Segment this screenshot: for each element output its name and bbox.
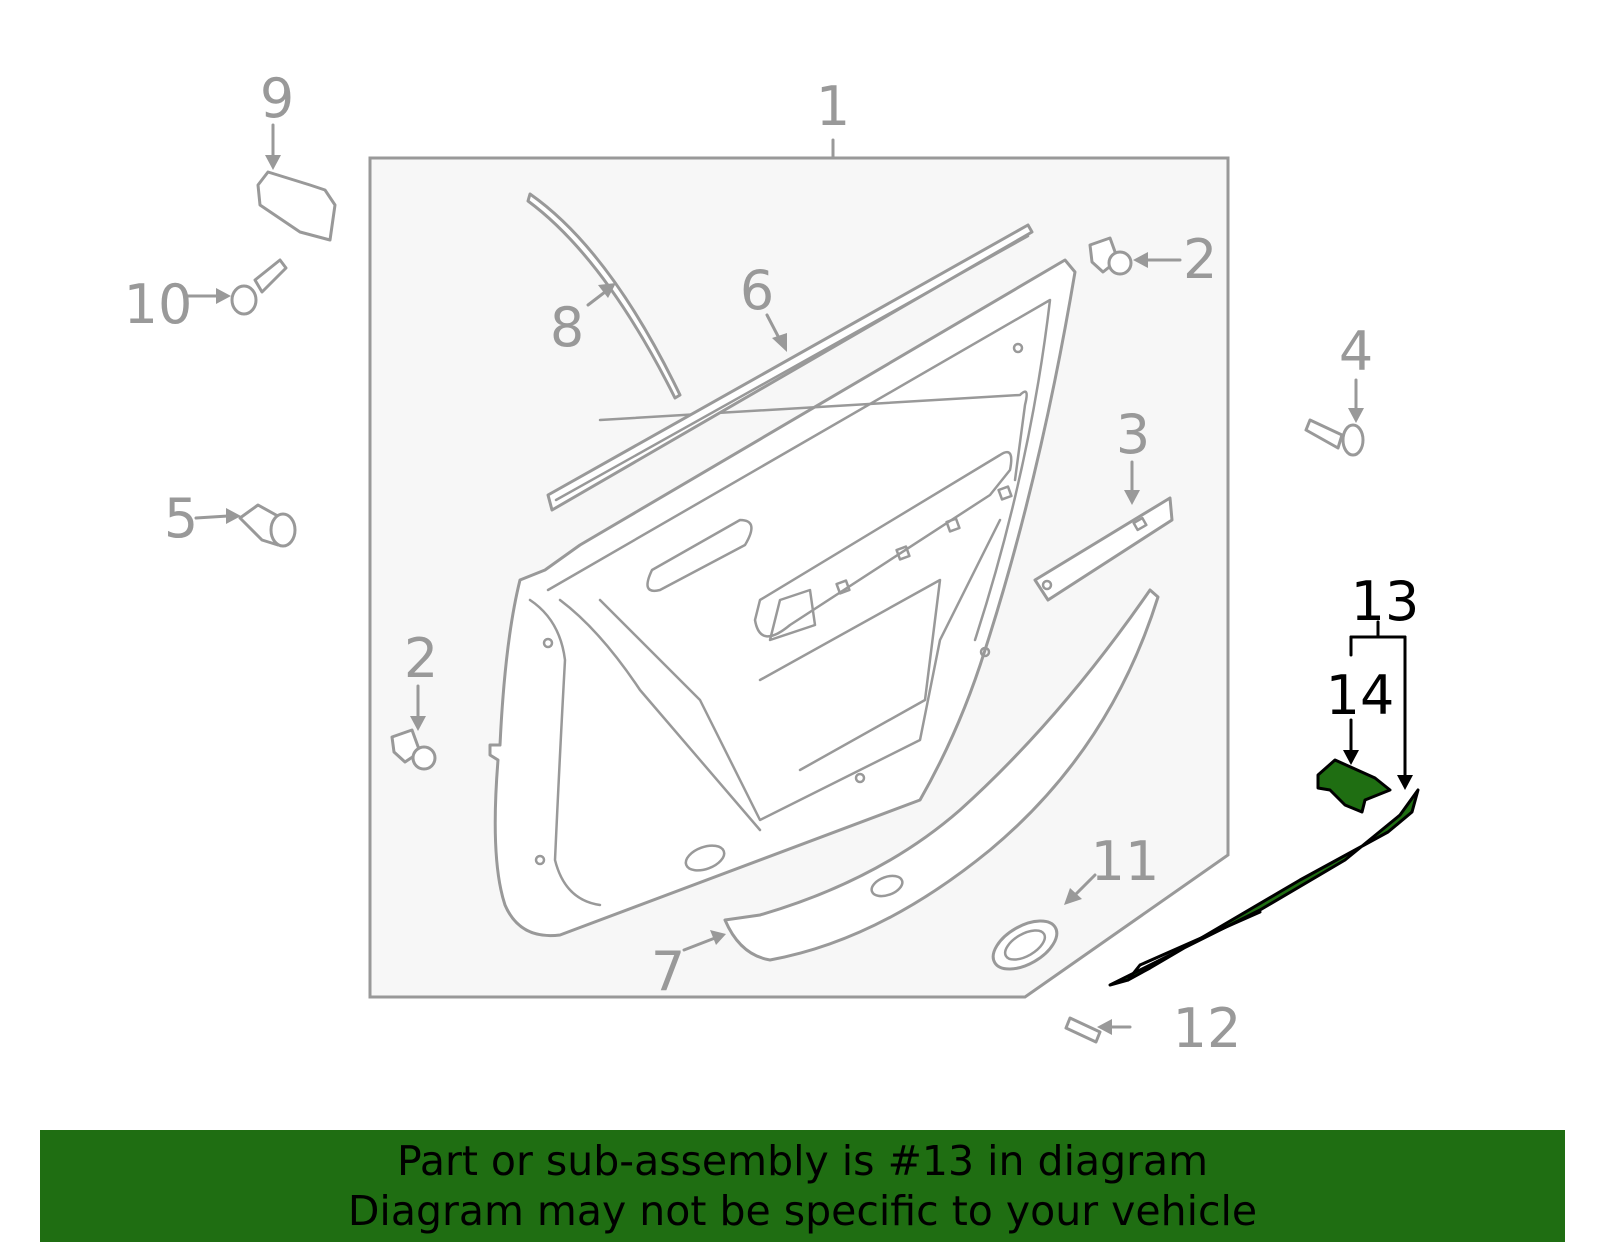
- callout-13: 13: [1351, 570, 1420, 633]
- screw-part-10: [230, 258, 288, 316]
- sill-trim-part-13: [1108, 788, 1420, 987]
- callout-11: 11: [1091, 830, 1160, 893]
- callout-14: 14: [1326, 664, 1395, 727]
- clip-part-2-left: [390, 728, 437, 771]
- callout-5: 5: [164, 487, 198, 550]
- callout-6: 6: [740, 259, 774, 322]
- callout-2-left: 2: [404, 627, 438, 690]
- belt-weatherstrip-part-6: [546, 223, 1034, 512]
- callout-9: 9: [260, 67, 294, 130]
- callout-8: 8: [550, 296, 584, 359]
- banner-line-2: Diagram may not be specific to your vehi…: [347, 1187, 1258, 1235]
- info-banner: Part or sub-assembly is #13 in diagram D…: [40, 1130, 1565, 1242]
- door-trim-panel: [488, 258, 1077, 938]
- clip-part-14: [1316, 758, 1392, 814]
- callout-10: 10: [124, 273, 193, 336]
- callout-7: 7: [651, 940, 685, 1003]
- clip-part-5: [238, 503, 297, 548]
- callout-2-upper: 2: [1183, 228, 1217, 291]
- pin-part-12: [1064, 1016, 1102, 1044]
- lower-trim-part-7: [723, 588, 1160, 962]
- bracket-part-9: [256, 170, 337, 242]
- clip-part-2-upper: [1088, 236, 1133, 276]
- callout-3: 3: [1116, 403, 1150, 466]
- callout-1: 1: [816, 75, 850, 138]
- bracket-part-3: [1033, 496, 1174, 602]
- window-trim-part-8: [526, 192, 682, 400]
- callout-12: 12: [1173, 997, 1242, 1060]
- screw-part-4: [1304, 418, 1365, 457]
- callout-4: 4: [1339, 320, 1373, 383]
- bezel-part-11: [991, 919, 1059, 971]
- leader-lines: [186, 123, 1413, 1035]
- banner-line-1: Part or sub-assembly is #13 in diagram: [396, 1137, 1209, 1185]
